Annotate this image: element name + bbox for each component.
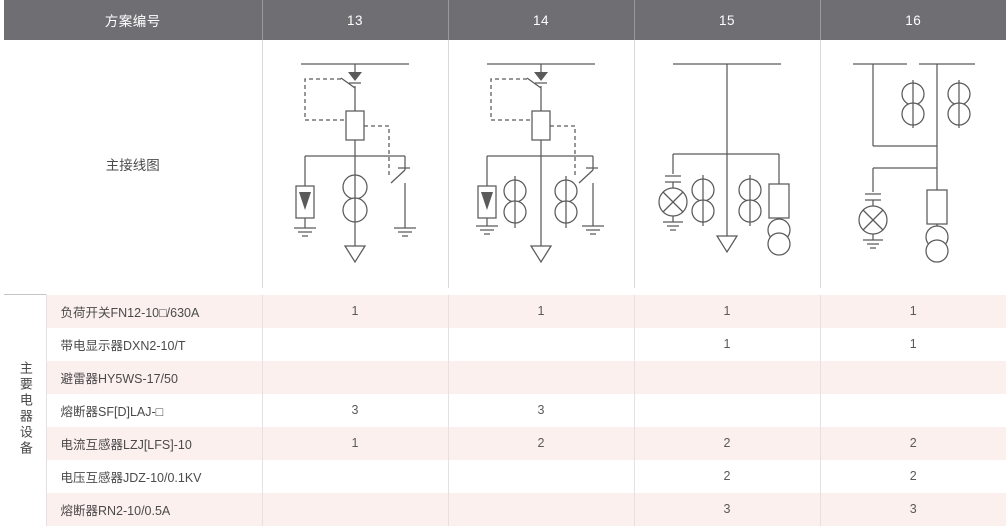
current-transformer-icon [342,156,368,246]
cell-r2-c15 [634,360,821,394]
row-label-live-display: 带电显示器DXN2-10/T [46,327,263,361]
table-row: 熔断器RN2-10/0.5A 3 3 [4,492,1006,526]
cell-r1-c16: 1 [820,327,1006,361]
header-col-13: 13 [262,0,449,40]
cable-outlet-icon [529,245,553,264]
current-transformer-icon-2 [554,176,578,228]
cell-r4-c15: 2 [634,426,821,460]
fuse-icon [768,183,790,219]
current-transformer-icon-1 [503,176,527,228]
cell-r2-c14 [448,360,635,394]
diagram-cell-14 [448,40,635,288]
header-scheme-label: 方案编号 [4,0,263,40]
earthing-switch-icon [578,167,598,226]
cell-r4-c13: 1 [262,426,449,460]
voltage-transformer-icon [767,218,791,256]
diagram-cell-13 [262,40,449,288]
ground-icon [476,225,498,235]
cell-r3-c15 [634,393,821,427]
table-row: 带电显示器DXN2-10/T 1 1 [4,327,1006,361]
header-col-14: 14 [448,0,635,40]
current-transformer-icon-1 [691,175,715,226]
cell-r6-c16: 3 [820,492,1006,526]
scheme-spec-table: 方案编号 13 14 15 16 主接线图 [4,0,1006,526]
table-row: 电压互感器JDZ-10/0.1KV 2 2 [4,459,1006,493]
voltage-indicator-icon [348,72,362,81]
wiring-diagram-16 [853,63,976,263]
cell-r4-c16: 2 [820,426,1006,460]
current-transformer-icon-2 [738,175,762,226]
cell-r5-c15: 2 [634,459,821,493]
cell-r5-c16: 2 [820,459,1006,493]
diagram-cell-15 [634,40,821,288]
cable-outlet-icon [343,245,367,264]
voltage-indicator-icon [858,193,888,240]
voltage-indicator-icon [658,175,688,222]
cell-r0-c14: 1 [448,294,635,328]
device-group-label-text: 主要电器设备 [17,360,33,457]
cable-outlet-icon [715,235,739,254]
ground-icon [863,239,884,249]
section-gap [4,288,1006,295]
voltage-indicator-icon [534,72,548,81]
row-label-current-transformer: 电流互感器LZJ[LFS]-10 [46,426,263,460]
cell-r3-c13: 3 [262,393,449,427]
cell-r1-c15: 1 [634,327,821,361]
cell-r4-c14: 2 [448,426,635,460]
cell-r0-c15: 1 [634,294,821,328]
cell-r5-c13 [262,459,449,493]
row-label-surge-arrester: 避雷器HY5WS-17/50 [46,360,263,394]
cell-r0-c16: 1 [820,294,1006,328]
voltage-transformer-icon [925,225,949,263]
wiring-diagram-13 [294,63,416,264]
fuse-icon [531,110,551,141]
device-group-vertical-label: 主要电器设备 [4,294,47,526]
table-row: 熔断器SF[D]LAJ-□ 3 3 [4,393,1006,427]
cell-r1-c14 [448,327,635,361]
current-transformer-icon-1 [901,80,925,128]
cell-r3-c14: 3 [448,393,635,427]
wiring-diagram-15 [658,63,791,256]
table-row: 避雷器HY5WS-17/50 [4,360,1006,394]
table-header-row: 方案编号 13 14 15 16 [4,0,1006,40]
cell-r2-c13 [262,360,449,394]
ground-icon [663,221,683,231]
table-row: 电流互感器LZJ[LFS]-10 1 2 2 2 [4,426,1006,460]
earthing-switch-icon [390,167,410,228]
header-col-16: 16 [820,0,1006,40]
cell-r6-c14 [448,492,635,526]
ground-icon [294,227,316,237]
row-label-fuse-rn2: 熔断器RN2-10/0.5A [46,492,263,526]
cell-r3-c16 [820,393,1006,427]
cell-r1-c13 [262,327,449,361]
current-transformer-icon-2 [947,80,971,128]
fuse-icon [345,110,365,141]
cell-r5-c14 [448,459,635,493]
header-col-15: 15 [634,0,821,40]
main-wiring-diagram-row: 主接线图 [4,40,1006,288]
cell-r6-c13 [262,492,449,526]
row-label-load-switch: 负荷开关FN12-10□/630A [46,294,263,328]
cell-r2-c16 [820,360,1006,394]
ground-icon-right [394,227,416,237]
ground-icon-right [582,225,604,235]
diagram-cell-16 [820,40,1006,288]
cell-r6-c15: 3 [634,492,821,526]
table-row: 主要电器设备 负荷开关FN12-10□/630A 1 1 1 1 [4,294,1006,526]
wiring-diagram-14 [476,63,604,264]
diagram-row-title: 主接线图 [4,40,263,288]
row-label-voltage-transformer: 电压互感器JDZ-10/0.1KV [46,459,263,493]
fuse-icon [926,189,948,225]
cell-r0-c13: 1 [262,294,449,328]
row-label-fuse-sfd: 熔断器SF[D]LAJ-□ [46,393,263,427]
